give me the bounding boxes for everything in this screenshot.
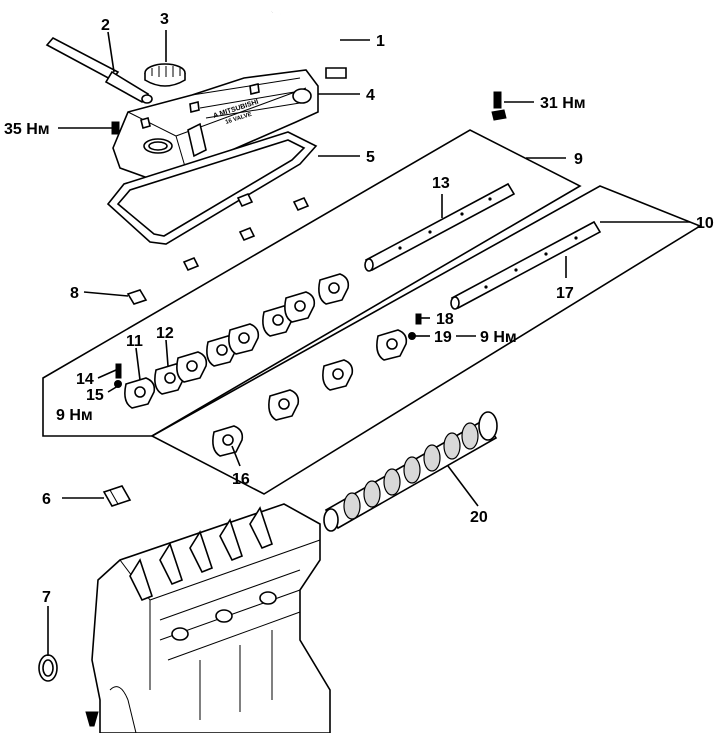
torque-9-left: 9 Нм bbox=[56, 407, 93, 424]
camshaft-icon bbox=[323, 411, 498, 532]
callout-11: 11 bbox=[126, 333, 143, 350]
callout-7: 7 bbox=[42, 589, 51, 606]
rocker-arm-icon-exhaust bbox=[212, 329, 408, 457]
callout-9: 9 bbox=[574, 151, 583, 168]
callout-3: 3 bbox=[160, 11, 169, 28]
shaft-icon-exhaust bbox=[450, 220, 602, 310]
torque-labels: 35 Нм 31 Нм 9 Нм 9 Нм bbox=[4, 95, 586, 424]
callout-14: 14 bbox=[76, 371, 94, 388]
nut-icon bbox=[126, 289, 148, 305]
oil-cap-icon bbox=[144, 63, 186, 87]
torque-35: 35 Нм bbox=[4, 121, 50, 138]
breather-hose-icon bbox=[271, 9, 347, 79]
callout-12: 12 bbox=[156, 325, 174, 342]
cylinder-head-icon bbox=[85, 503, 331, 733]
callout-5: 5 bbox=[366, 149, 375, 166]
torque-9-right: 9 Нм bbox=[480, 329, 517, 346]
leader-lines bbox=[47, 30, 690, 656]
torque-31: 31 Нм bbox=[540, 95, 586, 112]
rocker-assembly-frame bbox=[42, 129, 582, 437]
shaft-icon bbox=[364, 182, 516, 272]
dipstick-icon bbox=[45, 36, 153, 104]
bolt-icon bbox=[111, 91, 507, 135]
plug-icon bbox=[102, 485, 132, 507]
grommet-icons bbox=[182, 192, 310, 272]
callout-8: 8 bbox=[70, 285, 79, 302]
valve-cover-icon: A MITSUBISHI 16 VALVE bbox=[112, 69, 319, 187]
seal-icon bbox=[38, 654, 58, 682]
callout-19: 19 bbox=[434, 329, 452, 346]
callout-13: 13 bbox=[432, 175, 450, 192]
callout-labels: 1 2 3 4 5 6 7 8 9 10 11 12 13 14 15 16 1… bbox=[42, 11, 714, 606]
rocker-assembly-frame-exhaust bbox=[150, 185, 702, 495]
callout-20: 20 bbox=[470, 509, 488, 526]
callout-18: 18 bbox=[436, 311, 454, 328]
gasket-icon bbox=[106, 131, 318, 245]
callout-6: 6 bbox=[42, 491, 51, 508]
callout-15: 15 bbox=[86, 387, 104, 404]
rocker-arm-icon bbox=[124, 273, 350, 409]
callout-17: 17 bbox=[556, 285, 574, 302]
adjusting-screw-icon bbox=[114, 313, 422, 388]
callout-4: 4 bbox=[366, 87, 375, 104]
callout-1: 1 bbox=[376, 33, 385, 50]
callout-2: 2 bbox=[101, 17, 110, 34]
callout-16: 16 bbox=[232, 471, 250, 488]
callout-10: 10 bbox=[696, 215, 714, 232]
